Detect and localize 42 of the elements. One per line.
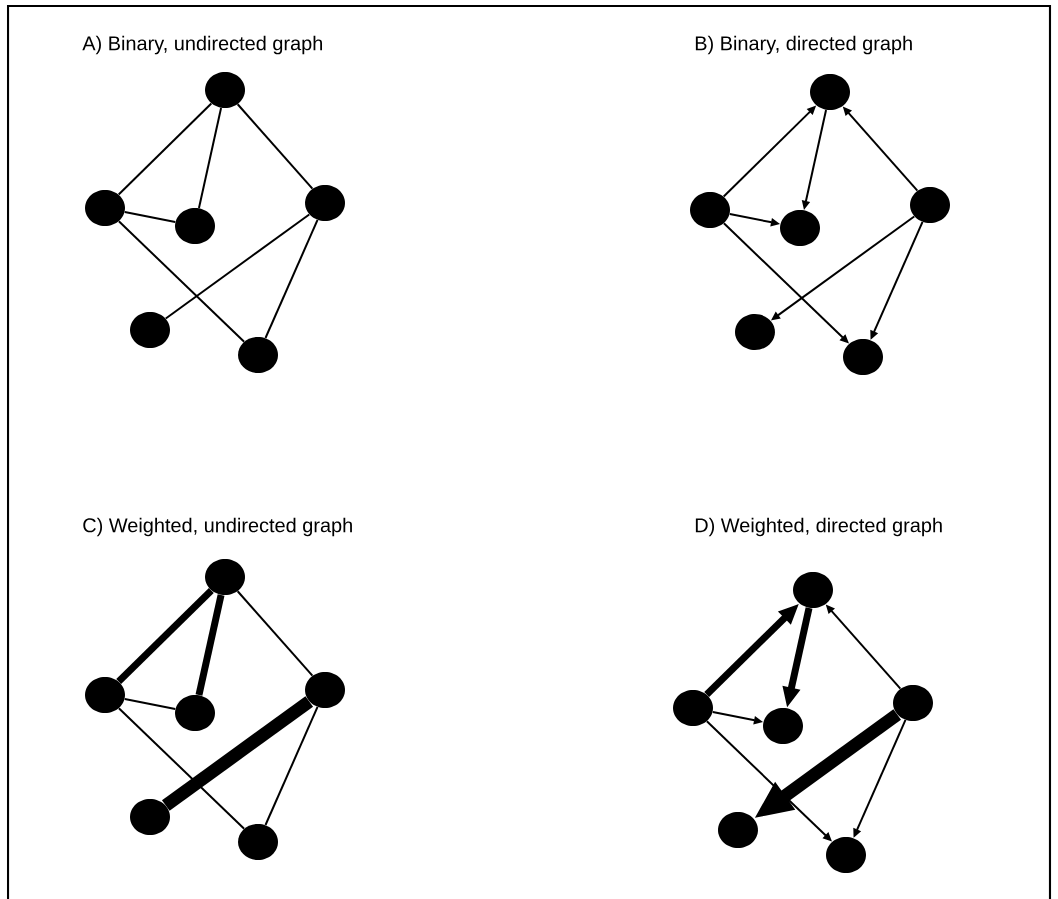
edge-line (116, 587, 214, 685)
graph-node (130, 799, 170, 835)
graph-node (826, 837, 866, 873)
graph-node (205, 559, 245, 595)
panel-title: C) Weighted, undirected graph (83, 517, 352, 537)
edge-line (236, 103, 314, 190)
graph-node (85, 677, 125, 713)
graph-node (793, 572, 833, 608)
edge-line (117, 707, 246, 830)
graph-node (910, 187, 950, 223)
edge-line (123, 697, 177, 711)
graph-node (305, 185, 345, 221)
graph-node (893, 685, 933, 721)
graph-node (763, 708, 803, 744)
graph-node (690, 192, 730, 229)
graph-node (238, 823, 278, 860)
edge-line (264, 218, 319, 339)
graph-node (85, 190, 125, 226)
graph-node (780, 210, 820, 246)
graph-node (130, 312, 170, 348)
graph-node (205, 72, 245, 108)
edge-line (117, 102, 213, 196)
edge-line (164, 213, 311, 320)
graph-node (718, 812, 758, 848)
graph-node (735, 314, 775, 350)
edge-line (236, 590, 314, 677)
edge-line (197, 106, 223, 210)
edge-line (264, 705, 319, 826)
edge-line (195, 594, 225, 696)
graph-node (673, 690, 713, 726)
graph-node (238, 337, 278, 373)
graph-node (175, 208, 215, 244)
graph-node (305, 672, 345, 708)
panel-title: A) Binary, undirected graph (82, 35, 322, 55)
edge-line (123, 210, 177, 224)
graph-node (810, 74, 850, 110)
panel-title: D) Weighted, directed graph (695, 517, 942, 537)
graph-node (843, 339, 883, 375)
edge-line (161, 696, 314, 811)
panel-title: B) Binary, directed graph (695, 35, 912, 55)
graph-node (175, 695, 215, 731)
edge-line (117, 220, 246, 343)
